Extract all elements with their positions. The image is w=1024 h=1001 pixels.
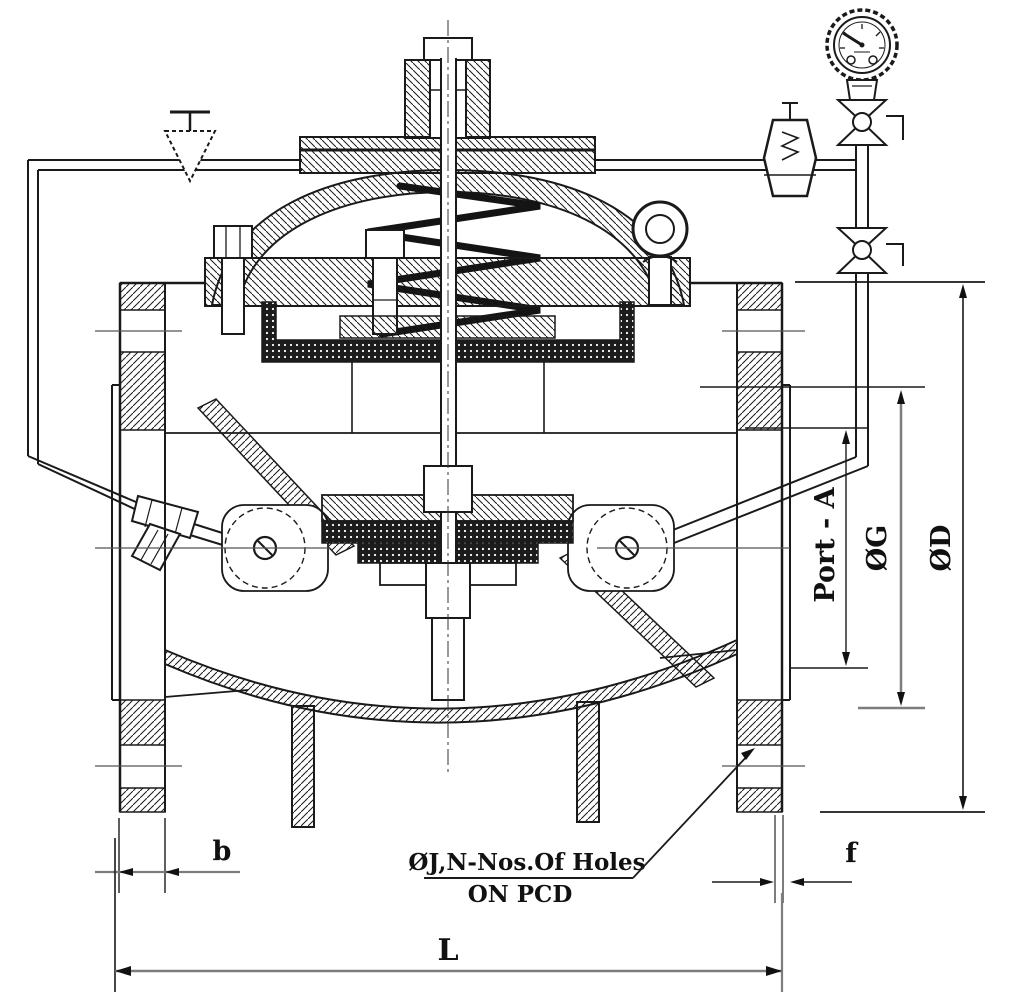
diaphragm-membrane [261,301,635,363]
bonnet-bolt-left [213,225,253,335]
isolation-valve-top-icon [835,99,904,146]
body-leg-left [291,705,315,828]
stem-guide [431,617,465,701]
dimensions: Port - A ØG ØD b [95,281,985,992]
dim-port-a: Port - A [745,427,868,669]
b-label: b [213,836,232,867]
needle-valve-icon [762,102,818,198]
pressure-gauge-icon [825,8,899,82]
dim-b: b [95,818,240,893]
holes-note-line2: ON PCD [468,881,573,908]
holes-note-line1: ØJ,N-Nos.Of Holes [408,849,645,876]
og-label: ØG [862,525,893,572]
outlet-flange [722,282,805,813]
holes-leader-line [632,752,751,879]
gauge-stem-nut [845,79,879,101]
port-a-label: Port - A [810,486,841,602]
valve-stem [423,20,473,775]
eye-bolt-icon [631,200,689,306]
holes-leader-arrow [741,748,755,760]
l-label: L [437,933,458,968]
f-label: f [845,838,859,869]
holes-note: ØJ,N-Nos.Of Holes ON PCD [408,748,755,908]
body-leg-right [576,701,600,823]
od-label: ØD [926,525,957,572]
dim-og: ØG [700,386,925,710]
pressure-gauge-assembly [662,8,904,546]
dim-f: f [712,815,859,903]
dim-l: L [114,838,784,992]
isolation-valve-bottom-icon [835,227,904,274]
dim-od: ØD [795,281,985,813]
vent-funnel-icon [163,110,217,184]
